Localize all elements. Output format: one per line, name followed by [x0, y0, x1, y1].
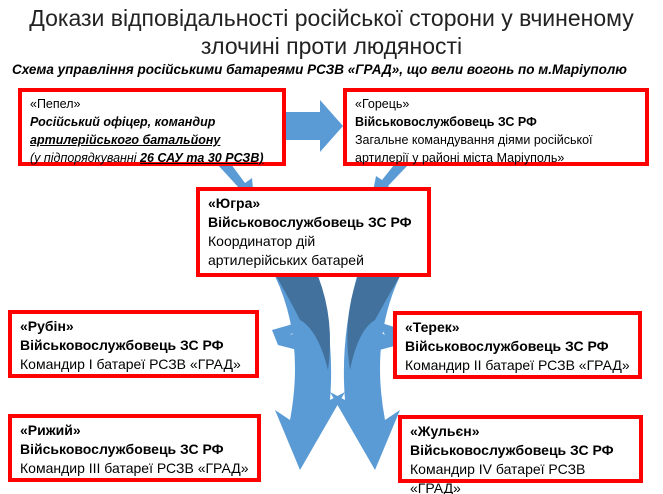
pepel-note-prefix: (у підпорядкуванні — [30, 151, 141, 165]
gorets-rank: Військовослужбовець ЗС РФ — [355, 115, 537, 129]
yugra-name: «Югра» — [208, 195, 261, 211]
yugra-desc-line1: Координатор дій — [208, 233, 316, 249]
arrow-yugra-to-zhulien-curve — [330, 276, 400, 470]
box-ryzhyi: «Рижий» Військовослужбовець ЗС РФ Команд… — [8, 414, 261, 482]
pepel-role-line2: артилерійського батальйону — [30, 133, 221, 147]
yugra-desc-line2: артилерійських батарей — [208, 252, 364, 268]
title-line-1: Докази відповідальності російської сторо… — [29, 5, 634, 31]
rubin-desc: Командир І батареї РСЗВ «ГРАД» — [20, 356, 241, 372]
zhulien-desc: Командир IV батареї РСЗВ «ГРАД» — [410, 461, 586, 494]
terek-desc: Командир ІІ батареї РСЗВ «ГРАД» — [405, 357, 630, 373]
pepel-note: (у підпорядкуванні 26 САУ та 30 РСЗВ) — [30, 149, 274, 167]
rubin-rank: Військовослужбовець ЗС РФ — [20, 337, 224, 353]
box-rubin: «Рубін» Військовослужбовець ЗС РФ Команд… — [8, 310, 259, 378]
gorets-desc-line2: артилерії у районі міста Маріуполь» — [355, 151, 565, 165]
ryzhyi-name: «Рижий» — [20, 422, 81, 438]
arrow-pepel-to-gorets — [275, 100, 343, 152]
box-terek: «Терек» Військовослужбовець ЗС РФ Команд… — [393, 311, 642, 379]
box-yugra: «Югра» Військовослужбовець ЗС РФ Координ… — [196, 187, 431, 277]
pepel-note-units: 26 САУ та 30 РСЗВ) — [140, 151, 264, 165]
arrow-right-dark-band — [347, 276, 400, 370]
terek-rank: Військовослужбовець ЗС РФ — [405, 338, 609, 354]
gorets-desc-line1: Загальне командування діями російської — [355, 133, 593, 147]
pepel-role-line1: Російський офіцер, командир — [30, 115, 216, 129]
arrow-left-dark-band — [276, 276, 331, 370]
box-gorets: «Горець» Військовослужбовець ЗС РФ Загал… — [343, 88, 649, 166]
subtitle: Схема управління російськими батареями Р… — [12, 62, 627, 77]
slide-title: Докази відповідальності російської сторо… — [0, 4, 663, 60]
title-line-2: злочині проти людяності — [200, 33, 463, 59]
zhulien-rank: Військовослужбовець ЗС РФ — [410, 442, 614, 458]
box-pepel: «Пепел» Російський офіцер, командир арти… — [18, 88, 286, 166]
pepel-name: «Пепел» — [30, 97, 81, 111]
gorets-name: «Горець» — [355, 97, 410, 111]
ryzhyi-rank: Військовослужбовець ЗС РФ — [20, 441, 224, 457]
ryzhyi-desc: Командир ІІІ батареї РСЗВ «ГРАД» — [20, 460, 249, 476]
zhulien-name: «Жульєн» — [410, 423, 480, 439]
rubin-name: «Рубін» — [20, 318, 74, 334]
yugra-rank: Військовослужбовець ЗС РФ — [208, 214, 412, 230]
terek-name: «Терек» — [405, 319, 460, 335]
box-zhulien: «Жульєн» Військовослужбовець ЗС РФ Коман… — [398, 415, 643, 494]
